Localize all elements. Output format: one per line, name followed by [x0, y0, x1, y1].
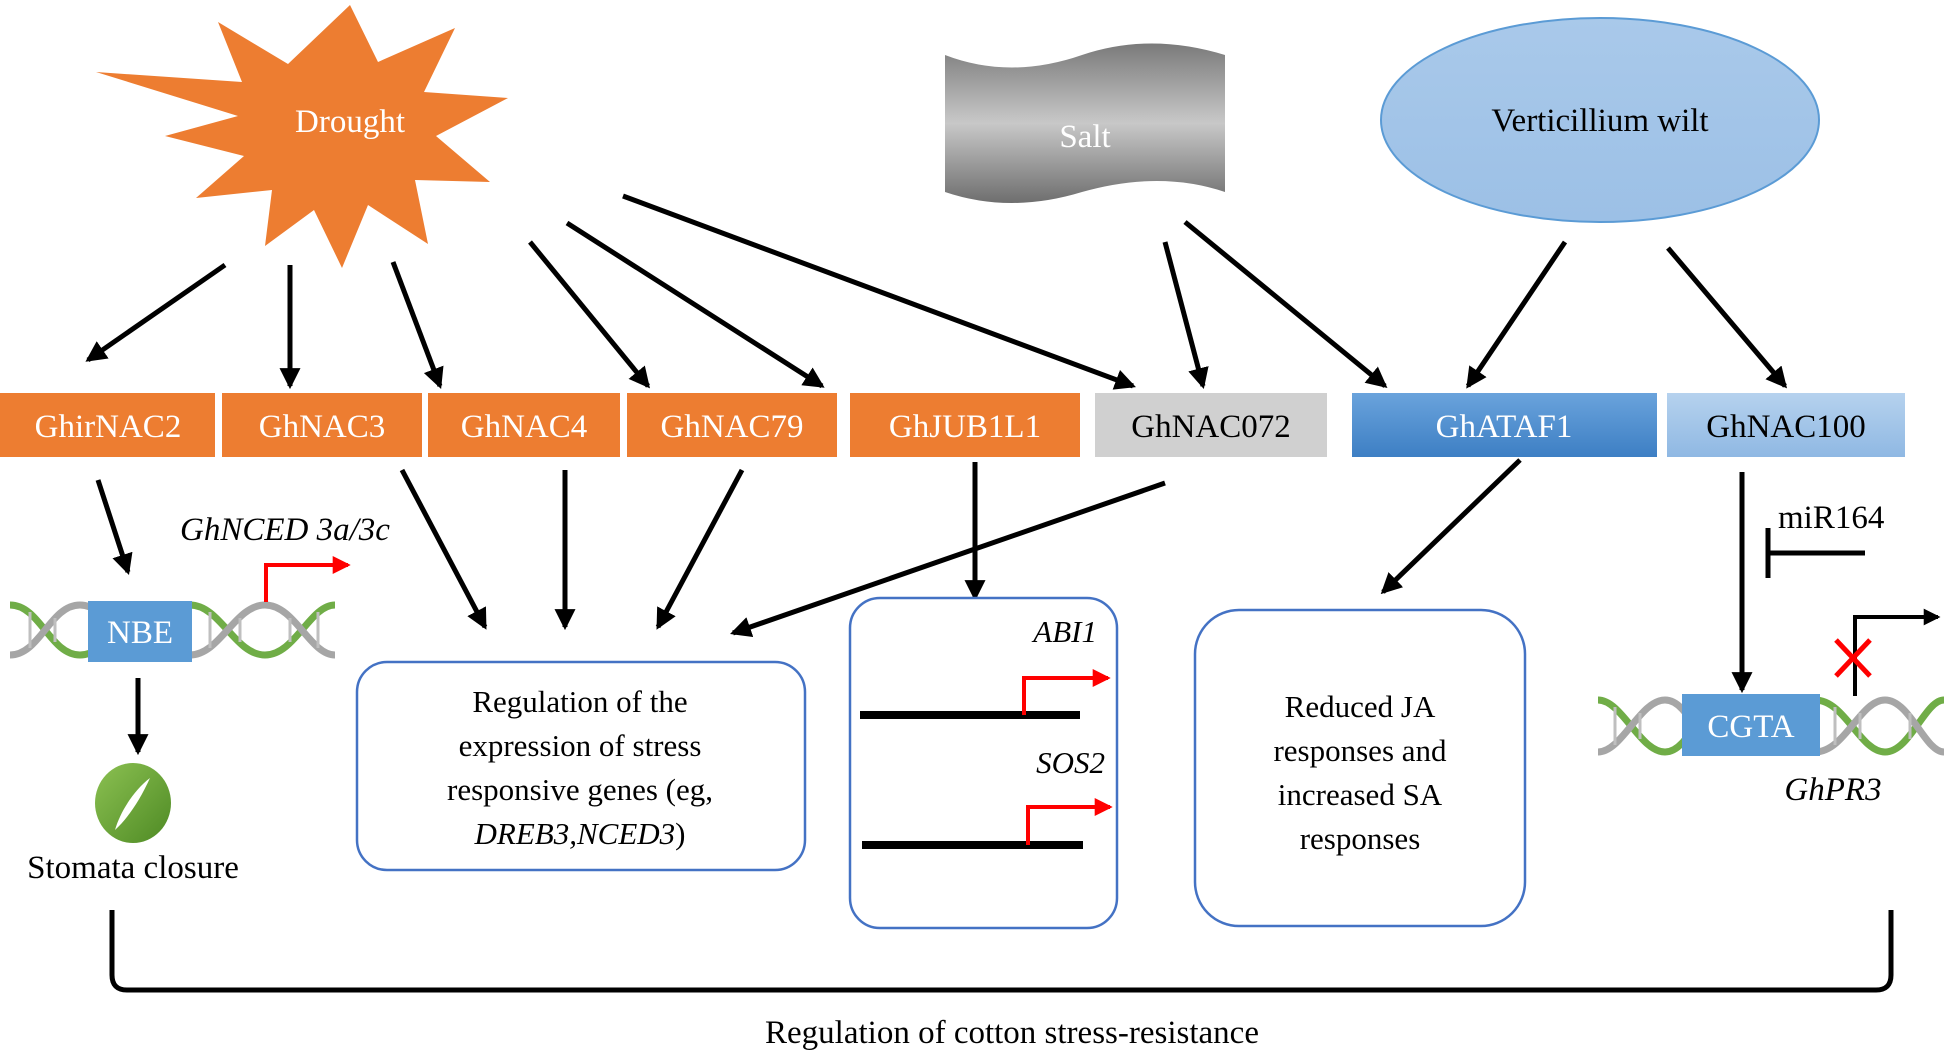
stomata-pore	[115, 778, 150, 830]
blocked-x-icon	[1834, 638, 1872, 678]
ghnac79-box	[627, 393, 837, 457]
ja-sa-frame	[1193, 608, 1527, 928]
arrow-ghataf1-ja-box	[1380, 458, 1522, 595]
downstream-arrows	[95, 458, 1753, 756]
ghpr3-promoter-arrow	[1853, 608, 1941, 696]
regulation-line-1: Regulation of the	[472, 684, 687, 719]
nbe-box	[88, 601, 192, 662]
ja-line-4: responses	[1300, 821, 1421, 856]
arrow-drought-ghnac4	[390, 261, 444, 389]
nced-label: GhNCED 3a/3c	[180, 512, 390, 548]
ghnac072-box	[1095, 393, 1327, 457]
arrow-drought-ghnac072	[622, 193, 1136, 390]
cgta-dna: CGTA GhPR3	[1597, 608, 1944, 808]
arrow-wilt-ghnac100	[1666, 246, 1788, 389]
ghataf1-label: GhATAF1	[1436, 409, 1573, 445]
nced-promoter-arrow	[264, 556, 351, 602]
ghnac3-label: GhNAC3	[259, 409, 386, 445]
ghataf1-box	[1352, 393, 1657, 457]
arrow-ghirnac2-nbe	[95, 479, 133, 575]
ghirnac2-box	[0, 393, 215, 457]
arrow-ghnac79-regulation	[655, 468, 745, 630]
ja-line-2: responses and	[1273, 733, 1447, 768]
ghnac072-label: GhNAC072	[1131, 409, 1291, 445]
sos2-label: SOS2	[1036, 745, 1105, 780]
mir164-inhibition: miR164	[1765, 500, 1884, 578]
verticillium-ellipse	[1380, 17, 1820, 223]
salt-stimulus: Salt	[945, 43, 1225, 203]
arrow-salt-ghataf1	[1183, 220, 1388, 388]
ghjub1l1-label: GhJUB1L1	[889, 409, 1041, 445]
gene-row: GhirNAC2 GhNAC3 GhNAC4 GhNAC79 GhJUB1L1 …	[0, 393, 1905, 457]
cgta-label: CGTA	[1707, 709, 1794, 745]
regulation-close-paren: )	[675, 816, 685, 851]
nbe-dna: NBE GhNCED 3a/3c	[9, 512, 390, 662]
ja-line-3: increased SA	[1278, 777, 1443, 812]
ghnac100-box	[1667, 393, 1905, 457]
ghpr3-label: GhPR3	[1784, 772, 1881, 808]
stomata: Stomata closure	[27, 763, 239, 886]
ja-line-1: Reduced JA	[1285, 689, 1436, 724]
ghnac4-box	[428, 393, 620, 457]
arrow-salt-ghnac072	[1162, 241, 1209, 390]
abi1-sos2-box: ABI1 SOS2	[848, 596, 1119, 930]
salt-label: Salt	[1059, 119, 1110, 155]
sos2-promoter-arrow	[1026, 798, 1113, 845]
abi1-label: ABI1	[1031, 614, 1097, 649]
mir164-label: miR164	[1778, 500, 1884, 536]
drought-stimulus: Drought	[96, 5, 508, 268]
verticillium-stimulus: Verticillium wilt	[1380, 17, 1820, 223]
regulation-line-4: DREB3,NCED3)	[474, 816, 686, 851]
ghnac79-label: GhNAC79	[660, 409, 803, 445]
ghnac4-label: GhNAC4	[461, 409, 588, 445]
stomata-label: Stomata closure	[27, 850, 239, 886]
footer-label: Regulation of cotton stress-resistance	[765, 1015, 1259, 1051]
ja-sa-box: Reduced JA responses and increased SA re…	[1193, 608, 1527, 928]
arrow-drought-ghirnac2	[85, 262, 227, 363]
arrow-wilt-ghataf1	[1465, 240, 1568, 389]
regulation-box: Regulation of the expression of stress r…	[355, 660, 807, 872]
arrow-drought-ghjub1l1	[565, 220, 825, 389]
ghjub1l1-box	[850, 393, 1080, 457]
arrow-ghnac072-regulation	[730, 480, 1166, 638]
abi1-promoter-arrow	[1022, 669, 1111, 715]
ghnac3-box	[222, 393, 422, 457]
cgta-box	[1682, 694, 1820, 756]
summary-bracket	[109, 910, 1894, 993]
ghnac100-label: GhNAC100	[1706, 409, 1866, 445]
arrow-drought-ghnac79	[528, 240, 650, 389]
regulation-box-frame	[355, 660, 807, 872]
stimulus-arrows	[85, 193, 1788, 390]
nbe-label: NBE	[107, 615, 173, 651]
arrow-ghnac3-regulation	[399, 468, 488, 630]
ghirnac2-label: GhirNAC2	[35, 409, 182, 445]
verticillium-label: Verticillium wilt	[1491, 103, 1708, 139]
drought-label: Drought	[295, 104, 405, 140]
regulation-genes: DREB3,NCED3	[474, 816, 676, 851]
salt-wave-shape	[945, 43, 1225, 203]
regulation-line-3: responsive genes (eg,	[447, 772, 713, 807]
drought-burst-shape	[96, 5, 508, 268]
regulation-line-2: expression of stress	[459, 728, 702, 763]
